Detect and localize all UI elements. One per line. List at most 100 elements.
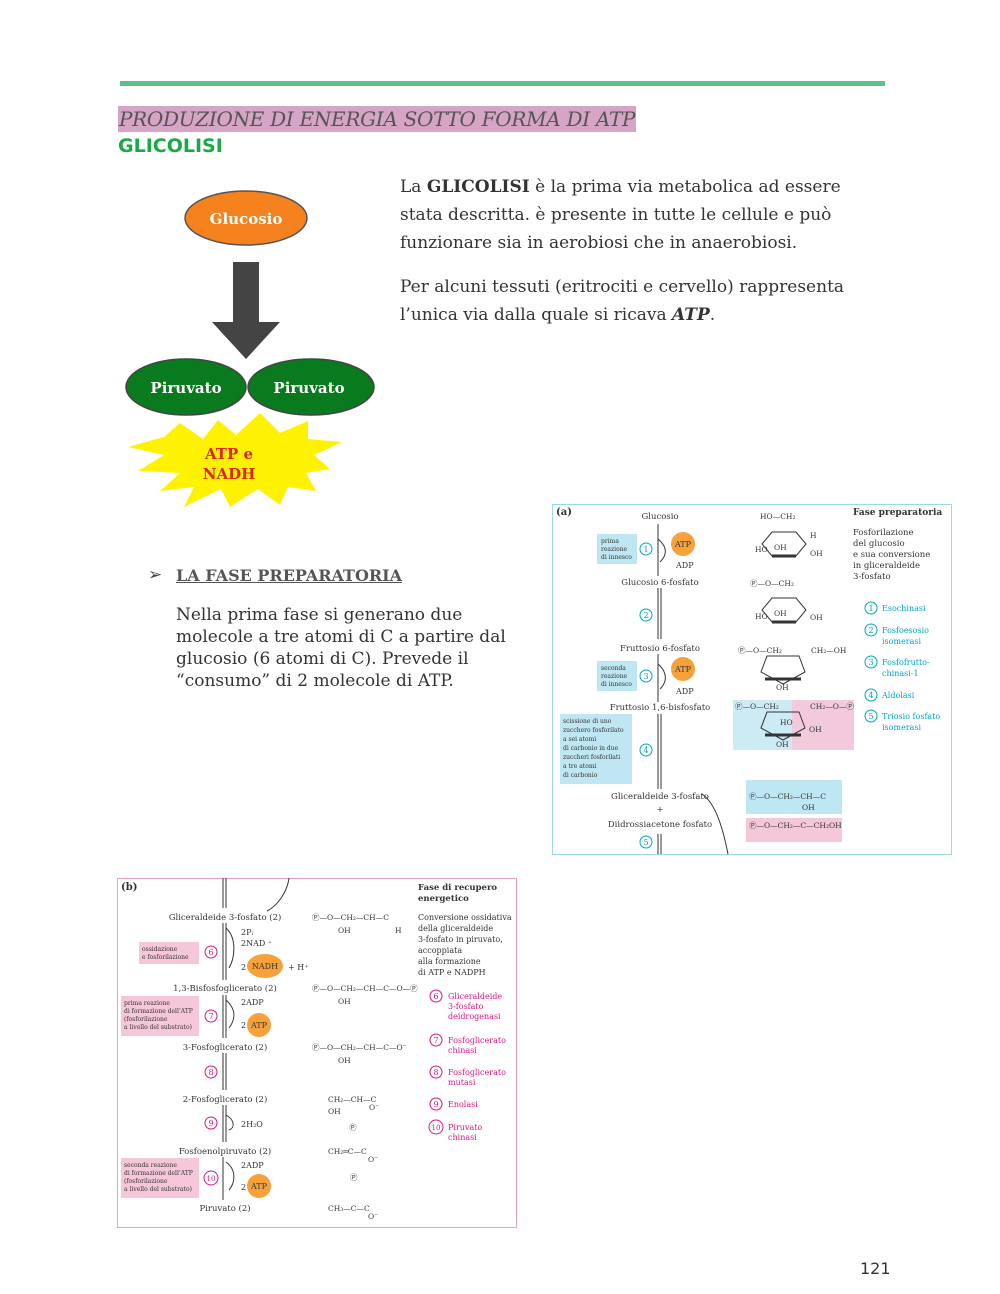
svg-text:ossidazione: ossidazione [142,946,178,953]
svg-text:HO: HO [755,545,768,554]
svg-text:deidrogenasi: deidrogenasi [448,1012,501,1021]
burst-label-2: NADH [203,465,256,483]
metabolite-fruttosio-6-fosfato: Fruttosio 6-fosfato [620,644,700,654]
svg-text:di innesco: di innesco [601,681,632,688]
svg-text:Ⓟ—O—CH₂—CH—C—O—Ⓟ: Ⓟ—O—CH₂—CH—C—O—Ⓟ [312,984,418,993]
metabolite-2pg: 2-Fosfoglicerato (2) [183,1094,268,1105]
svg-text:3: 3 [643,672,648,681]
figure-a-structure-labels: HO—CH₂ Ⓟ—O—CH₂ Ⓟ—O—CH₂ CH₂—OH Ⓟ—O—CH₂ CH… [735,512,854,749]
svg-text:alla formazione: alla formazione [418,957,481,966]
svg-text:reazione: reazione [601,546,628,553]
pyruvate-label-left: Piruvato [150,379,221,397]
svg-text:Ⓟ: Ⓟ [350,1173,358,1182]
svg-text:Esochinasi: Esochinasi [882,604,926,613]
glucose-node [184,190,308,246]
svg-text:Ⓟ—O—CH₂: Ⓟ—O—CH₂ [750,579,794,588]
svg-text:6: 6 [433,992,438,1001]
svg-text:e sua conversione: e sua conversione [853,550,930,560]
svg-text:Ⓟ—O—CH₂: Ⓟ—O—CH₂ [735,702,779,711]
svg-text:seconda reazione: seconda reazione [124,1162,177,1169]
burst-label-1: ATP e [204,445,253,463]
svg-text:2: 2 [241,1183,246,1192]
svg-text:e fosforilazione: e fosforilazione [142,954,189,961]
figure-b-phase-title: Fase di recupero energetico [418,883,497,904]
figure-a-triose-structures: Ⓟ—O—CH₂—CH—C OH Ⓟ—O—CH₂—C—CH₂OH [749,792,842,830]
svg-text:CH₂—OH: CH₂—OH [811,646,847,655]
svg-text:6: 6 [208,948,213,957]
svg-text:7: 7 [433,1036,438,1045]
svg-text:Ⓟ—O—CH₂—CH—C: Ⓟ—O—CH₂—CH—C [312,913,389,922]
atp-badge-3 [247,1013,271,1037]
svg-text:O⁻: O⁻ [369,1103,379,1112]
svg-text:OH: OH [338,997,351,1006]
svg-text:Ⓟ—O—CH₂—CH—C—O⁻: Ⓟ—O—CH₂—CH—C—O⁻ [312,1043,407,1052]
metabolite-3pg: 3-Fosfoglicerato (2) [183,1042,268,1053]
svg-text:OH: OH [774,543,787,552]
svg-text:3-fosfato: 3-fosfato [448,1002,484,1011]
intro-paragraph-2: Per alcuni tessuti (eritrociti e cervell… [400,277,845,325]
svg-text:zuccheri fosforilati: zuccheri fosforilati [563,754,620,761]
svg-text:OH: OH [776,740,789,749]
svg-text:di ATP e NADPH: di ATP e NADPH [418,968,486,977]
svg-text:2: 2 [241,1021,246,1030]
svg-text:Ⓟ—O—CH₂—CH—C: Ⓟ—O—CH₂—CH—C [749,792,826,801]
svg-text:prima: prima [601,538,619,545]
page-number: 121 [860,1259,891,1278]
svg-text:3-fosfato in piruvato,: 3-fosfato in piruvato, [418,935,503,944]
metabolite-glucosio-6-fosfato: Glucosio 6-fosfato [621,578,698,588]
page-title: PRODUZIONE DI ENERGIA SOTTO FORMA DI ATP [118,106,637,132]
bullet-arrow-icon: ➢ [148,565,163,585]
atp-badge-2 [671,657,695,681]
svg-text:Fosfoglicerato: Fosfoglicerato [448,1068,506,1077]
svg-text:OH: OH [338,926,351,935]
svg-text:H: H [810,531,817,540]
pyruvate-label-right: Piruvato [273,379,344,397]
top-rule [120,81,885,86]
atp-badge-4 [247,1174,271,1198]
glycolysis-schema: Glucosio Piruvato Piruvato ATP e NADH [125,190,375,507]
svg-text:a livello del substrato): a livello del substrato) [124,1186,192,1193]
figure-b-step-numbers: 67 89 10 [207,948,216,1183]
svg-text:in gliceraldeide: in gliceraldeide [853,561,920,571]
svg-text:1: 1 [868,604,873,613]
metabolite-g3p: Gliceraldeide 3-fosfato (2) [169,912,282,923]
svg-text:5: 5 [643,838,648,847]
svg-text:(fosforilazione: (fosforilazione [124,1178,168,1185]
svg-text:+ H⁺: + H⁺ [288,963,308,972]
pyruvate-node-left [125,358,247,416]
svg-text:a sei atomi: a sei atomi [563,736,596,743]
svg-text:2ADP: 2ADP [241,998,264,1007]
svg-text:Fosfoesosio: Fosfoesosio [882,626,929,635]
energy-burst [128,413,342,507]
svg-text:10: 10 [432,1124,441,1132]
metabolite-13-bpg: 1,3-Bisfosfoglicerato (2) [173,983,277,994]
svg-text:2: 2 [643,611,648,620]
plus-sign: + [656,805,663,815]
svg-text:O⁻: O⁻ [368,1155,378,1164]
svg-text:Fase di recupero: Fase di recupero [418,883,497,893]
pyruvate-node-right [247,358,375,416]
svg-text:ATP: ATP [250,1021,268,1030]
svg-text:CH₂═C—C: CH₂═C—C [328,1147,367,1156]
svg-text:Gliceraldeide: Gliceraldeide [448,992,502,1001]
figure-b-structure-labels: Ⓟ—O—CH₂—CH—C OH H Ⓟ—O—CH₂—CH—C—O—Ⓟ OH Ⓟ—… [312,913,418,1221]
svg-text:chinasi: chinasi [448,1133,477,1142]
svg-text:CH₂—CH—C: CH₂—CH—C [328,1095,377,1104]
svg-text:reazione: reazione [601,673,628,680]
svg-text:H: H [395,926,402,935]
svg-text:Fosfofrutto-: Fosfofrutto- [882,658,930,667]
svg-text:HO—CH₂: HO—CH₂ [760,512,795,521]
svg-text:isomerasi: isomerasi [882,637,922,646]
svg-text:di carbonio in due: di carbonio in due [563,745,619,752]
svg-text:2NAD ⁺: 2NAD ⁺ [241,939,272,948]
figure-a-step-numbers: 12 34 5 [643,545,648,847]
svg-text:chinasi: chinasi [448,1046,477,1055]
svg-text:4: 4 [643,746,648,755]
figure-b-payoff-phase: (b) Fase di recupero energetico Conversi… [117,878,517,1228]
svg-text:Piruvato: Piruvato [448,1123,482,1132]
atp-term: ATP [672,305,710,325]
svg-text:9: 9 [208,1119,213,1128]
